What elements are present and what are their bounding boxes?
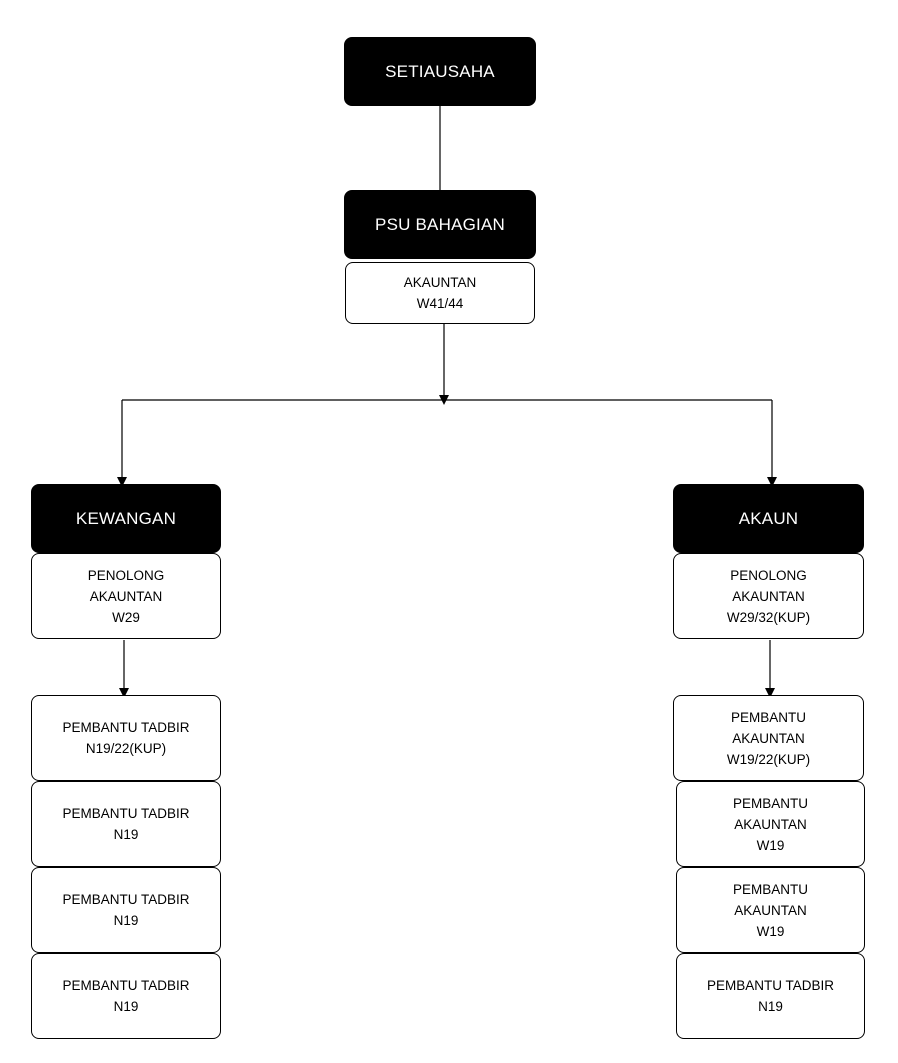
node-akaun-staff-1: PEMBANTU AKAUNTAN W19/22(KUP) [673, 695, 864, 781]
node-unit-kewangan-title: KEWANGAN [31, 484, 221, 553]
node-akaun-staff-2: PEMBANTU AKAUNTAN W19 [676, 781, 865, 867]
node-kewangan-staff-1: PEMBANTU TADBIR N19/22(KUP) [31, 695, 221, 781]
node-unit-akaun-lead: PENOLONG AKAUNTAN W29/32(KUP) [673, 553, 864, 639]
node-akaun-staff-3: PEMBANTU AKAUNTAN W19 [676, 867, 865, 953]
node-head: SETIAUSAHA [344, 37, 536, 106]
node-kewangan-staff-3: PEMBANTU TADBIR N19 [31, 867, 221, 953]
node-kewangan-staff-2: PEMBANTU TADBIR N19 [31, 781, 221, 867]
node-unit-akaun-title: AKAUN [673, 484, 864, 553]
node-kewangan-staff-4: PEMBANTU TADBIR N19 [31, 953, 221, 1039]
node-unit-kewangan-lead: PENOLONG AKAUNTAN W29 [31, 553, 221, 639]
node-akaun-staff-4: PEMBANTU TADBIR N19 [676, 953, 865, 1039]
node-section-title: PSU BAHAGIAN [344, 190, 536, 259]
node-section-lead: AKAUNTAN W41/44 [345, 262, 535, 324]
